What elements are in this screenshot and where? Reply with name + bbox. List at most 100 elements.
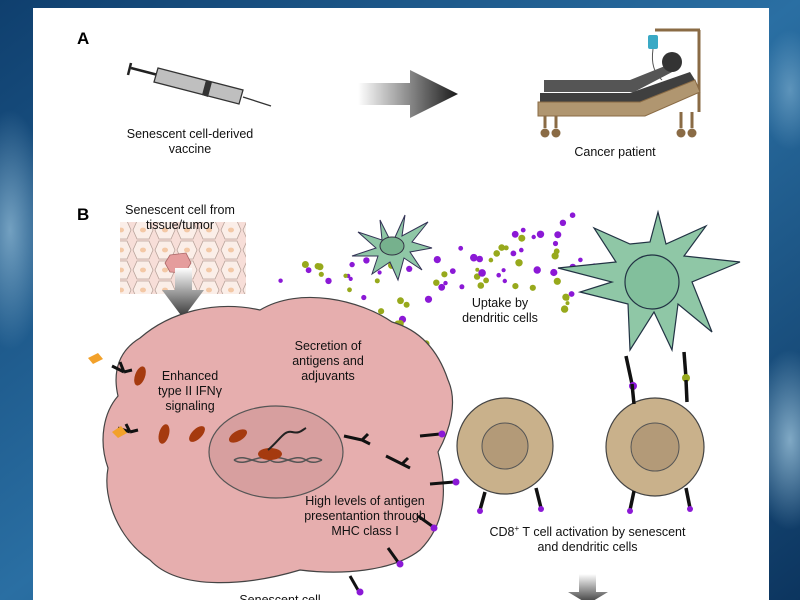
particle [518,234,526,242]
particle [475,267,480,272]
tcell-label-line-1-rest: T cell activation by senescent [519,525,686,540]
hospital-bed-icon [537,28,701,138]
particle [483,277,489,284]
cd8-superscript: + [514,524,520,533]
particle [511,230,519,238]
source-label: Senescent cell from tissue/tumor [105,203,255,233]
particle [501,268,506,273]
particle [550,268,558,277]
particle [325,277,332,285]
particle [568,291,575,297]
ifn-label-line-1: Enhanced [161,369,219,383]
particle [377,270,382,275]
particle [441,271,448,278]
ifn-ligand-icon [88,353,103,364]
particle [406,265,413,272]
right-arrow-icon [358,70,458,118]
particle [458,245,464,251]
t-cell [456,397,554,495]
particle [343,273,348,278]
particle [478,269,486,277]
particle [349,261,355,268]
vaccine-label: Senescent cell-derived vaccine [110,127,270,157]
particle [565,296,570,301]
particle [531,234,536,240]
dna-helix-icon [233,456,323,464]
secretion-label-line-3: adjuvants [301,369,355,383]
particle [569,212,576,218]
organelles [134,366,248,444]
secretion-label-line-2: antigens and [292,354,364,368]
cd8-text: CD8 [489,525,515,540]
particle [554,231,562,239]
source-label-line-2: tissue/tumor [145,218,215,232]
particle [449,268,456,274]
vaccine-label-line-1: Senescent cell-derived [126,127,254,141]
senescent-cell-label: Senescent cell [239,593,321,600]
particle [515,259,523,267]
particle [488,257,494,263]
particle [433,256,441,264]
patient-label: Cancer patient [574,145,656,159]
particle [510,250,517,257]
mhc-label-line-1: High levels of antigen [305,494,425,508]
particle [424,295,433,303]
particle [578,257,583,263]
particle [316,263,324,271]
tcell-label-line-2: and dendritic cells [537,540,638,555]
particle [536,230,545,238]
particle [493,250,501,257]
particle [476,255,484,263]
vaccine-label-line-2: vaccine [168,142,212,156]
ifn-label-line-3: signaling [165,399,215,413]
particle [433,279,440,286]
particle [459,284,465,290]
particle [348,276,353,281]
particle [318,271,324,277]
source-label-line-1: Senescent cell from [125,203,235,217]
particle [361,294,367,301]
tcell-activation-label: CD8+ T cell activation by senescent and … [465,521,710,555]
secretion-label-line-1: Secretion of [294,339,362,353]
particle [565,301,570,306]
mhc-label-line-3: MHC class I [331,524,399,538]
ifn-ligand-icon [112,426,127,438]
uptake-label-line-1: Uptake by [471,296,529,310]
syringe-icon [126,62,272,107]
particle [560,305,569,313]
particle [559,219,567,226]
particle [305,267,312,274]
particle [502,278,507,284]
particle [496,272,502,278]
particle [553,277,561,285]
particle [473,273,481,280]
particle [552,240,559,247]
panel-a-letter: A [77,29,90,48]
particle [512,283,519,290]
uptake-label: Uptake by dendritic cells [440,296,560,326]
particle [374,278,380,284]
down-arrow-icon [568,574,608,600]
particle [278,278,283,283]
uptake-label-line-2: dendritic cells [462,311,538,325]
particle [363,257,370,264]
t-cell [605,397,705,497]
particle [378,308,385,315]
particle [477,282,485,289]
tcell-label-line-1: CD8+ T cell activation by senescent [465,521,710,540]
mhc-label: High levels of antigen presentantion thr… [290,494,440,539]
particle [301,261,309,268]
particle [498,244,506,251]
particle [533,266,541,274]
ifn-label: Enhanced type II IFNγ signaling [135,369,245,414]
ifn-label-line-2: type II IFNγ [158,384,222,398]
mhc-label-line-2: presentantion through [304,509,426,523]
particle [397,297,404,305]
particle [551,252,559,260]
panel-b-letter: B [77,205,90,224]
particle [520,227,526,233]
particle [403,301,410,308]
secretion-label: Secretion of antigens and adjuvants [268,339,388,384]
particle [438,283,446,291]
